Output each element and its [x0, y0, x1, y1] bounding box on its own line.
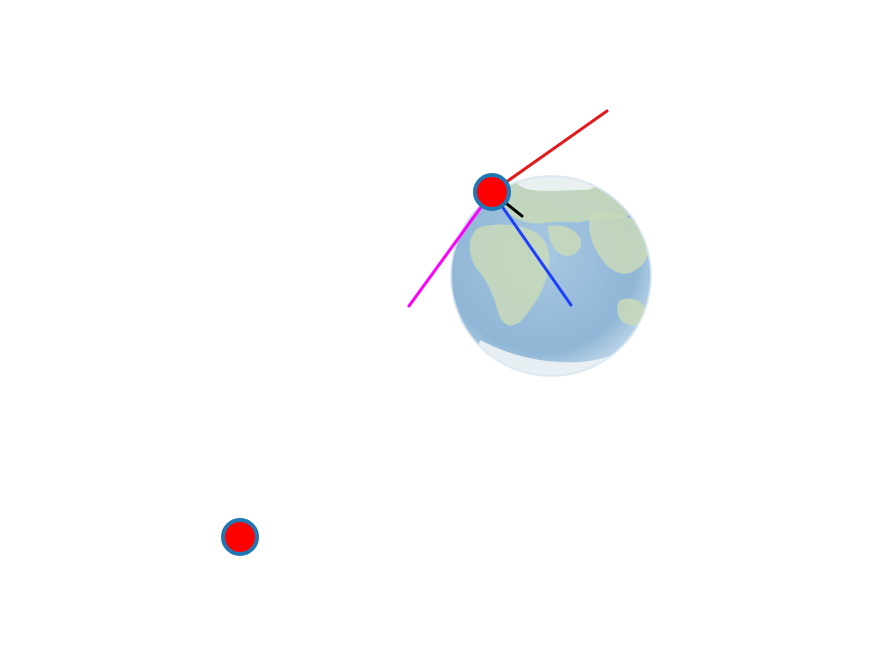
- reference-marker[interactable]: [221, 518, 259, 556]
- globe-rim: [450, 175, 652, 377]
- landmass-arabia: [548, 225, 582, 256]
- satellite-marker-dot[interactable]: [473, 173, 511, 211]
- landmass-australia: [617, 298, 646, 326]
- red-axis-vector: [490, 109, 609, 194]
- magenta-axis-vector: [407, 190, 494, 308]
- blue-axis-vector: [490, 190, 573, 307]
- landmass-asia: [589, 212, 651, 274]
- landmass-africa: [469, 224, 550, 326]
- satellite-marker[interactable]: [473, 173, 511, 211]
- reference-marker-dot[interactable]: [221, 518, 259, 556]
